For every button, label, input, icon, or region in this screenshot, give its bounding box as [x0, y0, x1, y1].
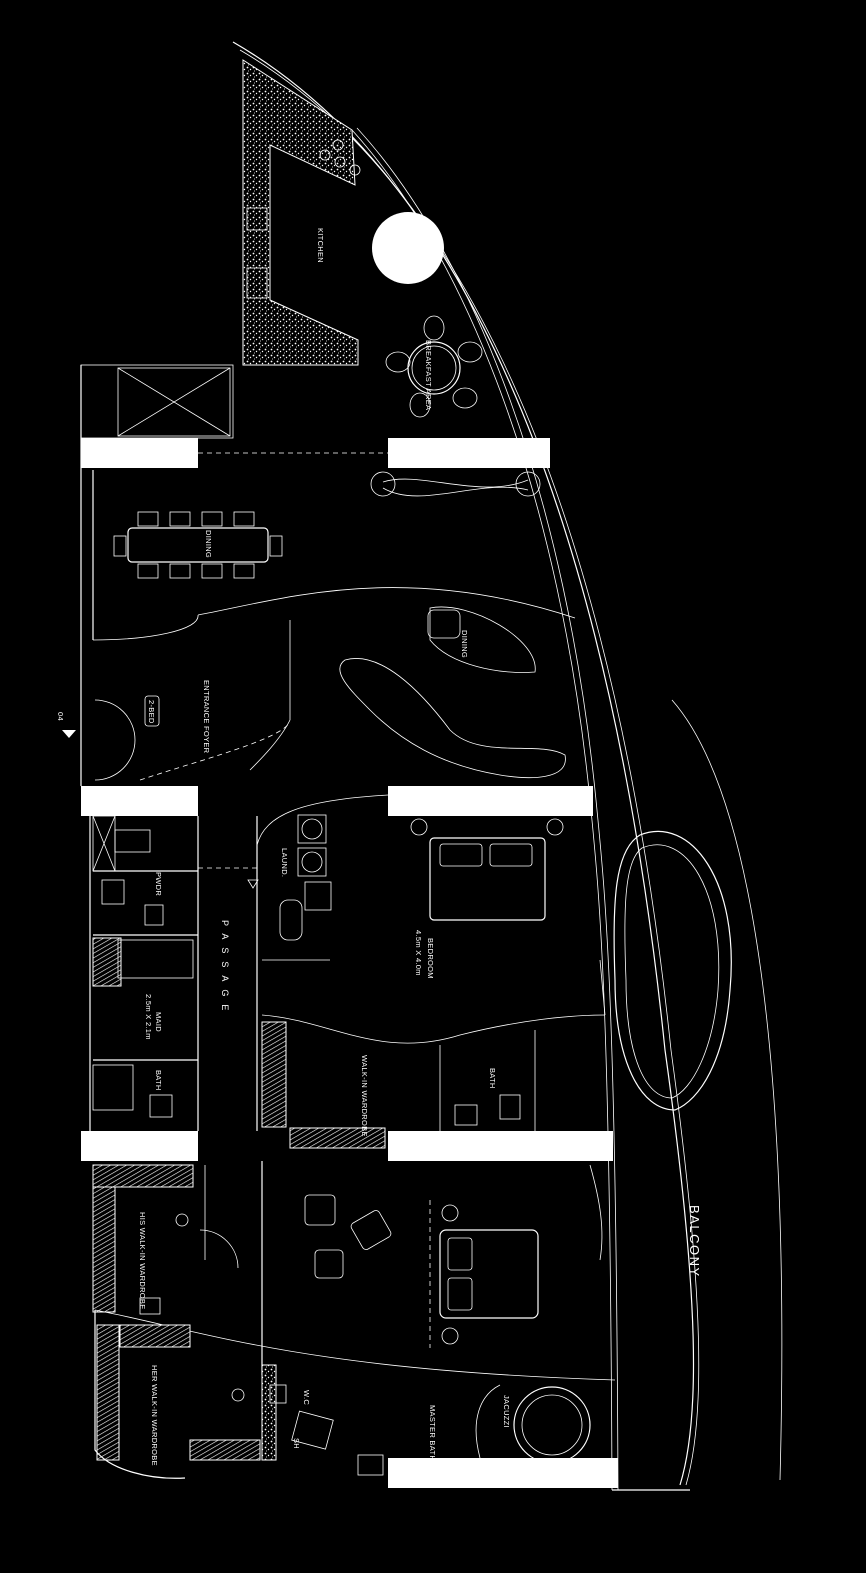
room-label-sh: SH	[292, 1438, 301, 1449]
room-label-bath-maid: BATH	[154, 1070, 163, 1091]
room-label-walkin: WALK-IN WARDROBE	[360, 1055, 369, 1137]
balcony-pool	[613, 830, 732, 1111]
room-label-dining-1: DINING	[204, 530, 213, 558]
room-label-passage: PASSAGE	[220, 920, 230, 1018]
room-label-jacuzzi: JACUZZI	[502, 1395, 511, 1428]
room-label-balcony: BALCONY	[687, 1205, 702, 1278]
room-label-master-bath: MASTER BATH	[428, 1405, 437, 1461]
bedroom: BEDROOM 4.5m X 4.0m	[261, 818, 606, 1044]
master-bedroom	[261, 1161, 603, 1375]
room-label-his: HIS WALK-IN WARDROBE	[138, 1212, 147, 1310]
room-label-kitchen: KITCHEN	[316, 228, 325, 263]
her-wardrobe: HER WALK-IN WARDROBE	[94, 1309, 616, 1479]
entrance-foyer: ENTRANCE FOYER 2-BED	[80, 365, 291, 786]
master-bath: W.C SH MASTER BATH JACUZZI	[261, 1364, 591, 1476]
room-label-maid-size: 2.5m X 2.1m	[144, 994, 153, 1040]
entrance-marker: 04	[56, 712, 76, 738]
dining-table: DINING	[113, 511, 283, 579]
planters	[370, 471, 541, 497]
room-label-maid: MAID	[154, 1012, 163, 1032]
his-wardrobe: HIS WALK-IN WARDROBE	[92, 1164, 239, 1315]
room-label-pwdr: PWDR	[154, 872, 163, 896]
structural-walls	[81, 438, 618, 1488]
entrance-marker-label: 04	[56, 712, 65, 721]
living-area: DINING	[197, 587, 576, 779]
breakfast-table: BREAKFAST AREA	[385, 315, 483, 418]
service-rooms: PWDR MAID 2.5m X 2.1m BATH	[89, 815, 198, 1131]
room-label-wc: W.C	[302, 1390, 311, 1405]
room-label-foyer: ENTRANCE FOYER	[202, 680, 211, 754]
room-label-breakfast: BREAKFAST AREA	[424, 340, 433, 410]
room-label-bath-bed: BATH	[488, 1068, 497, 1089]
room-label-her: HER WALK-IN WARDROBE	[150, 1365, 159, 1466]
room-label-dining-2: DINING	[460, 630, 469, 658]
room-label-bedroom-size: 4.5m X 4.0m	[414, 930, 423, 976]
bedroom-wardrobe-bath: WALK-IN WARDROBE BATH	[261, 1021, 536, 1149]
room-label-laund: LAUND.	[280, 848, 289, 877]
kitchen-area: KITCHEN	[242, 59, 444, 366]
passage: PASSAGE	[197, 816, 259, 1131]
room-label-bedroom: BEDROOM	[426, 938, 435, 979]
two-bed-tag: 2-BED	[147, 700, 156, 724]
laundry: LAUND.	[256, 794, 389, 961]
